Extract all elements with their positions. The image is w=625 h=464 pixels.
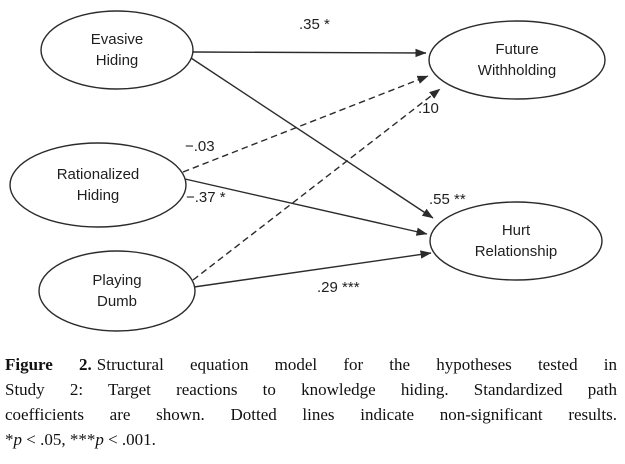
edge-playing-dumb-to-hurt-relationship [193, 250, 432, 288]
path-coefficient-rationalized-hurt: −.37 * [186, 189, 226, 206]
node-playing-dumb [38, 250, 196, 332]
path-coefficient-playing-dumb-future: .10 [418, 100, 439, 117]
node-future-withholding [428, 20, 606, 100]
caption-significance-note: *p < .05, ***p < .001. [5, 427, 617, 452]
path-coefficient-evasive-future: .35 * [299, 16, 330, 33]
caption-line-3: coefficients are shown. Dotted lines ind… [5, 405, 617, 424]
sig-p-italic: p [13, 430, 23, 449]
node-rationalized-hiding [9, 142, 187, 228]
edge-rationalized-to-hurt-relationship [184, 178, 428, 236]
edge-evasive-to-future-withholding [192, 48, 427, 58]
sig-p-italic: p [95, 430, 104, 449]
node-hurt-relationship [429, 201, 603, 281]
path-coefficient-evasive-hurt: .55 ** [429, 191, 466, 208]
node-label-evasive-hiding: Evasive Hiding [90, 31, 144, 69]
figure-caption: Figure 2.Structural equation model for t… [5, 352, 617, 452]
sem-diagram [9, 10, 606, 332]
sig-mid: < .05, *** [22, 430, 96, 449]
sig-end: < .001. [103, 430, 156, 449]
caption-line-1: Figure 2.Structural equation model for t… [5, 352, 617, 377]
edge-evasive-to-hurt-relationship [190, 57, 434, 219]
edge-rationalized-to-future-withholding [182, 75, 429, 173]
path-coefficient-playing-dumb-hurt: .29 *** [317, 279, 360, 296]
caption-line-2: Study 2: Target reactions to knowledge h… [5, 380, 617, 399]
node-label-future-withholding: Future Withholding [477, 41, 557, 79]
node-evasive-hiding [40, 10, 194, 90]
node-label-rationalized-hiding: Rationalized Hiding [56, 166, 140, 204]
node-label-hurt-relationship: Hurt Relationship [474, 222, 558, 260]
path-coefficient-rationalized-future: −.03 [185, 138, 215, 155]
figure-number-label: Figure 2. [5, 355, 92, 374]
node-label-playing-dumb: Playing Dumb [92, 272, 142, 310]
caption-line-1-text: Structural equation model for the hypoth… [96, 355, 617, 374]
edge-playing-dumb-to-future-withholding [192, 88, 441, 281]
sig-star: * [5, 430, 14, 449]
